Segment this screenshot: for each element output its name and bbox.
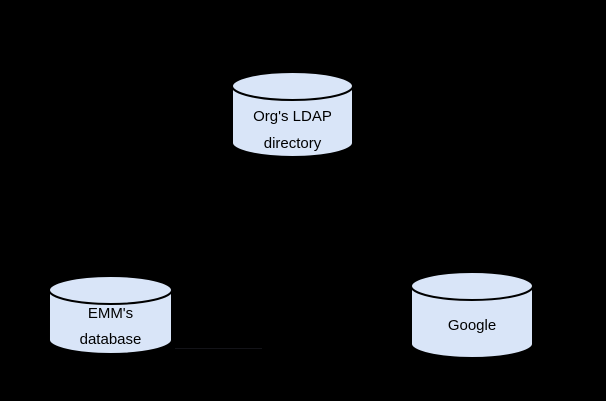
google-label-line1: Google <box>448 317 496 334</box>
ldap-label-line1: Org's LDAP <box>253 108 332 125</box>
google-cylinder-body <box>410 285 534 359</box>
emm-database-node: EMM's database <box>48 275 173 355</box>
google-cylinder-top <box>410 271 534 301</box>
emm-label-line2: database <box>80 331 142 348</box>
emm-cylinder-body <box>48 289 173 355</box>
ldap-cylinder-top <box>231 71 354 101</box>
ldap-label-line2: directory <box>264 135 322 152</box>
emm-cylinder-top <box>48 275 173 305</box>
ldap-cylinder-body <box>231 85 354 158</box>
google-node: Google <box>410 271 534 359</box>
emm-label-line1: EMM's <box>88 305 133 322</box>
ldap-directory-node: Org's LDAP directory <box>231 71 354 158</box>
